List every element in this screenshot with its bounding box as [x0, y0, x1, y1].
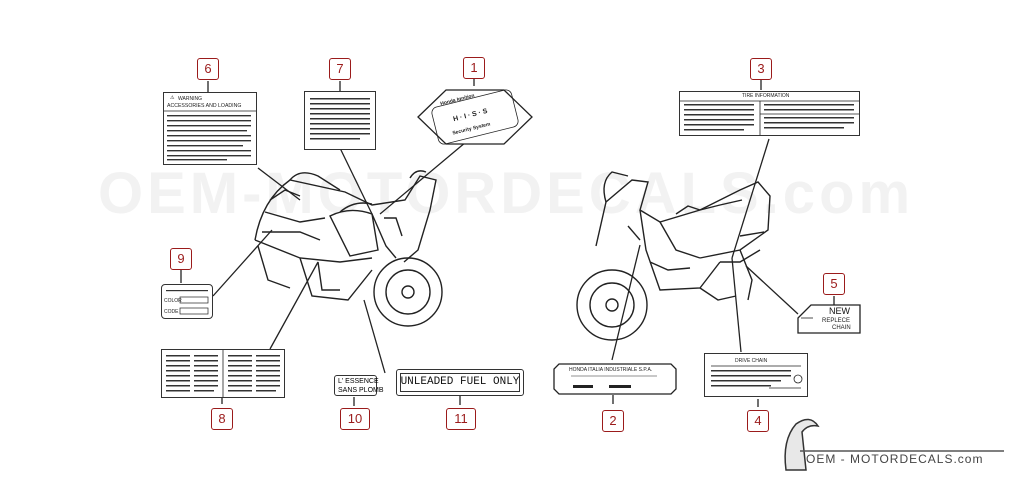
label-2-plate — [553, 363, 677, 395]
label-4-drive-chain: DRIVE CHAIN — [704, 353, 808, 397]
label-10-line1: L' ESSENCE — [338, 378, 379, 385]
callout-5[interactable]: 5 — [823, 273, 845, 295]
callout-8[interactable]: 8 — [211, 408, 233, 430]
label-11-unleaded: UNLEADED FUEL ONLY — [396, 369, 524, 396]
callout-9[interactable]: 9 — [170, 248, 192, 270]
label-11-text: UNLEADED FUEL ONLY — [400, 376, 520, 388]
callout-7[interactable]: 7 — [329, 58, 351, 80]
label-7-lines — [310, 98, 370, 140]
motorcycle-left — [254, 170, 443, 327]
label-6-lines — [164, 110, 256, 161]
label-3-tire-info: TIRE INFORMATION — [679, 91, 860, 136]
callout-10[interactable]: 10 — [340, 408, 370, 430]
label-10-sans-plomb: L' ESSENCE SANS PLOMB — [334, 375, 384, 396]
label-9-field2: CODE — [164, 309, 179, 315]
label-5-line3: CHAIN — [832, 325, 851, 331]
label-3-lines — [680, 100, 859, 135]
label-5-line2: REPLECE — [822, 318, 851, 324]
watermark: OEM-MOTORDECALS.com — [98, 161, 915, 226]
warning-icon: ⚠ — [170, 95, 175, 101]
motorcycle-right — [576, 171, 771, 341]
label-9-lines — [166, 290, 209, 315]
label-6-line2: ACCESSORIES AND LOADING — [167, 103, 242, 109]
label-8-lines — [166, 350, 280, 397]
callout-2[interactable]: 2 — [602, 410, 624, 432]
callout-4[interactable]: 4 — [747, 410, 769, 432]
callout-11[interactable]: 11 — [446, 408, 476, 430]
label-2-text: HONDA ITALIA INDUSTRIALE S.P.A. — [569, 367, 653, 373]
callout-3[interactable]: 3 — [750, 58, 772, 80]
label-6-warning: ⚠ WARNING ACCESSORIES AND LOADING — [163, 92, 257, 165]
label-3-title: TIRE INFORMATION — [742, 93, 790, 99]
label-4-title: DRIVE CHAIN — [735, 358, 768, 364]
label-5-line1: NEW — [829, 306, 850, 316]
label-5-new-chain — [797, 304, 861, 334]
label-1-hiss — [417, 89, 533, 145]
label-9-field1: COLOR — [164, 298, 182, 304]
label-6-line1: WARNING — [178, 96, 202, 102]
brand-text: OEM - MOTORDECALS.com — [806, 452, 984, 466]
leader-lines — [180, 79, 835, 407]
brand-logo-icon — [784, 418, 820, 471]
label-8 — [161, 349, 285, 398]
callout-1[interactable]: 1 — [463, 57, 485, 79]
label-9-color-code: COLOR CODE — [161, 284, 213, 319]
callout-6[interactable]: 6 — [197, 58, 219, 80]
label-4-lines — [711, 365, 803, 389]
label-7 — [304, 91, 376, 150]
label-10-line2: SANS PLOMB — [338, 387, 384, 394]
